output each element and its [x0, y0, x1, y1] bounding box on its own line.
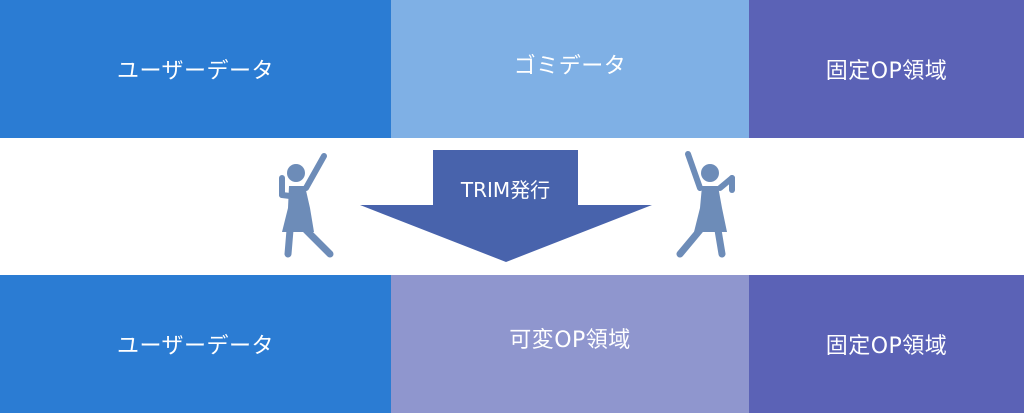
- fixed-op-block: 固定OP領域: [749, 275, 1024, 413]
- variable-op-block: 可変OP領域: [391, 275, 749, 413]
- cheering-person-icon: [279, 153, 334, 258]
- fixed-op-label: 固定OP領域: [825, 59, 948, 84]
- after-storage-bar: ユーザーデータ 可変OP領域 固定OP領域: [0, 275, 1024, 413]
- before-storage-bar: ユーザーデータ ゴミデータ 固定OP領域: [0, 0, 1024, 138]
- user-data-label: ユーザーデータ: [116, 334, 275, 359]
- fixed-op-block: 固定OP領域: [749, 0, 1024, 138]
- user-data-label: ユーザーデータ: [116, 59, 275, 84]
- fixed-op-label: 固定OP領域: [825, 334, 948, 359]
- trim-label: TRIM発行: [460, 178, 551, 202]
- garbage-data-label: ゴミデータ: [513, 54, 627, 79]
- user-data-block: ユーザーデータ: [0, 0, 391, 138]
- user-data-block: ユーザーデータ: [0, 275, 391, 413]
- variable-op-label: 可変OP領域: [509, 328, 631, 353]
- cheering-person-icon: [676, 151, 735, 258]
- garbage-data-block: ゴミデータ: [391, 0, 749, 138]
